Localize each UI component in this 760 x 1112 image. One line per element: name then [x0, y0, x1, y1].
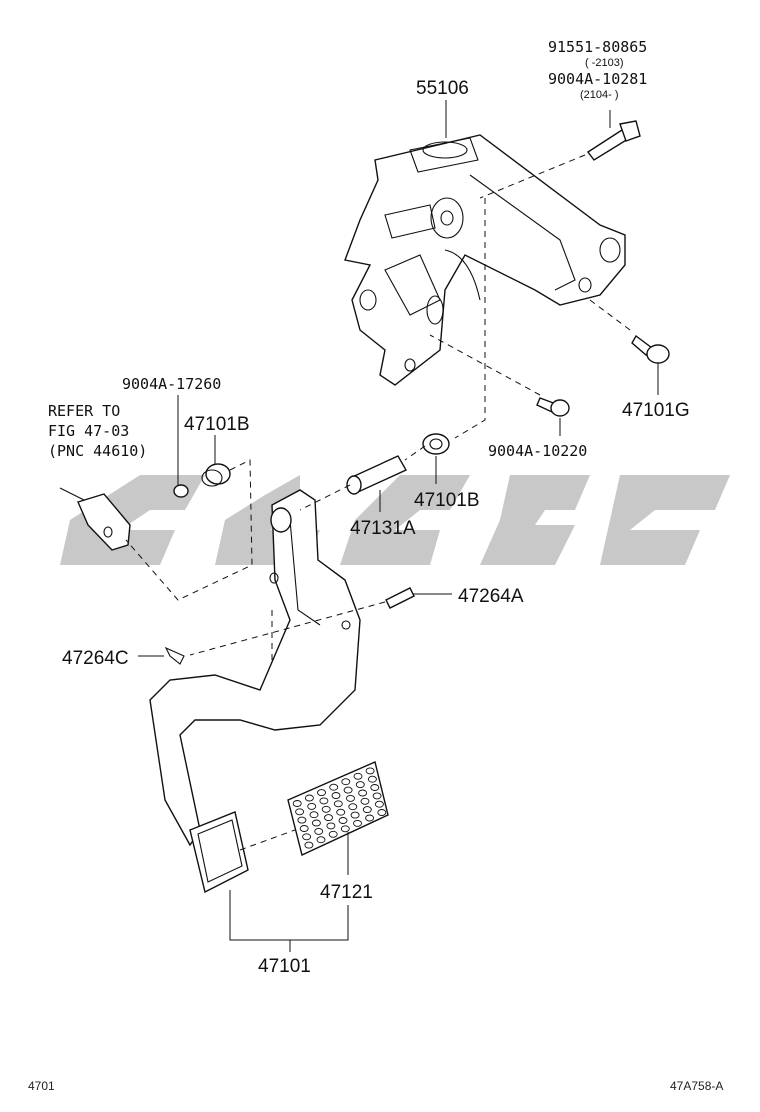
- tread-dot: [360, 797, 370, 805]
- tread-dot: [311, 819, 321, 827]
- tread-dot: [372, 792, 382, 800]
- tread-dot: [302, 833, 312, 841]
- tread-dot: [358, 789, 368, 797]
- tread-dot: [348, 803, 358, 811]
- pedal-pad: [189, 811, 249, 894]
- tread-dot: [350, 811, 360, 819]
- tread-dot: [319, 797, 329, 805]
- tread-dot: [295, 808, 305, 816]
- tread-dot: [304, 794, 314, 802]
- tread-dot: [324, 814, 333, 822]
- footer-page-code: 4701: [28, 1079, 55, 1093]
- bolt-9004A-10220: [536, 397, 570, 417]
- tread-dot: [333, 800, 343, 808]
- tread-dot: [309, 811, 319, 819]
- label-91551-80865: 91551-80865: [548, 38, 647, 56]
- tread-dot: [353, 819, 362, 827]
- label-9004A-10281: 9004A-10281: [548, 70, 647, 88]
- tread-dot: [328, 830, 338, 838]
- collar-47131A: [346, 455, 407, 495]
- tread-dot: [321, 805, 331, 813]
- label-47131A: 47131A: [350, 518, 416, 539]
- footer-figure-code: 47A758-A: [670, 1079, 723, 1093]
- bolt-91551: [586, 120, 641, 161]
- tread-dot: [341, 778, 351, 786]
- tread-dot: [353, 772, 363, 780]
- pad-cover-47121: [287, 761, 389, 856]
- tread-dot: [362, 806, 372, 814]
- label-47264A: 47264A: [458, 586, 524, 607]
- tread-dot: [331, 792, 341, 799]
- tread-dot: [367, 775, 377, 783]
- reference-line-3: (PNC 44610): [48, 442, 147, 460]
- tread-dot: [374, 800, 384, 808]
- tread-dot: [338, 817, 348, 824]
- tread-dot: [292, 800, 302, 807]
- label-9004A-10220: 9004A-10220: [488, 442, 587, 460]
- tread-dot: [355, 781, 365, 789]
- label-47101: 47101: [258, 956, 311, 977]
- label-91551-range: ( -2103): [585, 57, 624, 69]
- tread-dot: [377, 809, 387, 816]
- nut-9004A-17260: [173, 484, 189, 498]
- tread-dot: [365, 767, 375, 775]
- bushing-47101B-left: [201, 463, 231, 487]
- reference-line-1: REFER TO: [48, 402, 120, 420]
- pin-47264A: [385, 587, 415, 609]
- tread-dot: [370, 784, 380, 791]
- clevis-bracket: [59, 487, 131, 551]
- tread-dot: [329, 783, 339, 791]
- tread-dot: [317, 789, 326, 797]
- tread-dot: [336, 808, 346, 816]
- clip-47264C: [164, 646, 185, 665]
- tread-dot: [304, 841, 314, 849]
- tread-dot: [307, 802, 317, 810]
- tread-dot: [346, 794, 355, 802]
- pad-cover-grid: [292, 767, 387, 849]
- tread-dot: [314, 827, 324, 835]
- label-55106: 55106: [416, 78, 469, 99]
- tread-dot: [297, 816, 307, 824]
- leader-lines: [138, 100, 659, 952]
- label-47101B-left: 47101B: [184, 414, 250, 435]
- bushing-47101B-right: [422, 433, 450, 455]
- assembly-lines: [125, 154, 631, 851]
- label-47121: 47121: [320, 882, 373, 903]
- label-9004A-10281-range: (2104- ): [580, 89, 619, 101]
- bolt-47101G: [631, 334, 670, 364]
- tread-dot: [365, 814, 375, 822]
- label-47264C: 47264C: [62, 648, 129, 669]
- pedal-arm-47101: [149, 489, 361, 847]
- label-47101G: 47101G: [622, 400, 690, 421]
- watermark-logo: [60, 475, 730, 565]
- tread-dot: [340, 825, 350, 833]
- pedal-bracket: [344, 134, 626, 386]
- tread-dot: [316, 836, 326, 844]
- reference-line-2: FIG 47-03: [48, 422, 129, 440]
- tread-dot: [343, 786, 353, 794]
- label-47101B-right: 47101B: [414, 490, 480, 511]
- tread-dot: [299, 825, 309, 832]
- label-9004A-17260: 9004A-17260: [122, 375, 221, 393]
- tread-dot: [326, 822, 336, 830]
